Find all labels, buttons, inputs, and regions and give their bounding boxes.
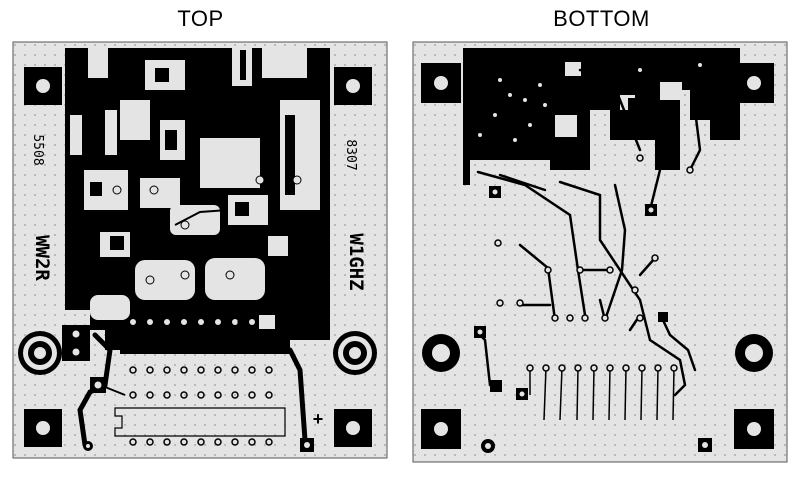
bottom-board — [412, 41, 788, 463]
top-view-title: TOP — [177, 6, 224, 31]
top-board: 5508 8307 WW2R W1GHZ + — [12, 41, 388, 459]
top-label-left-code: 5508 — [30, 134, 45, 165]
bottom-view-title: BOTTOM — [553, 6, 650, 31]
bottom-mounting-pads — [421, 63, 774, 449]
top-label-left-call: WW2R — [31, 235, 53, 281]
top-plus-mark: + — [313, 409, 324, 429]
top-label-right-code: 8307 — [343, 139, 358, 170]
top-label-right-call: W1GHZ — [345, 233, 367, 290]
top-mounting-pads — [24, 67, 372, 447]
